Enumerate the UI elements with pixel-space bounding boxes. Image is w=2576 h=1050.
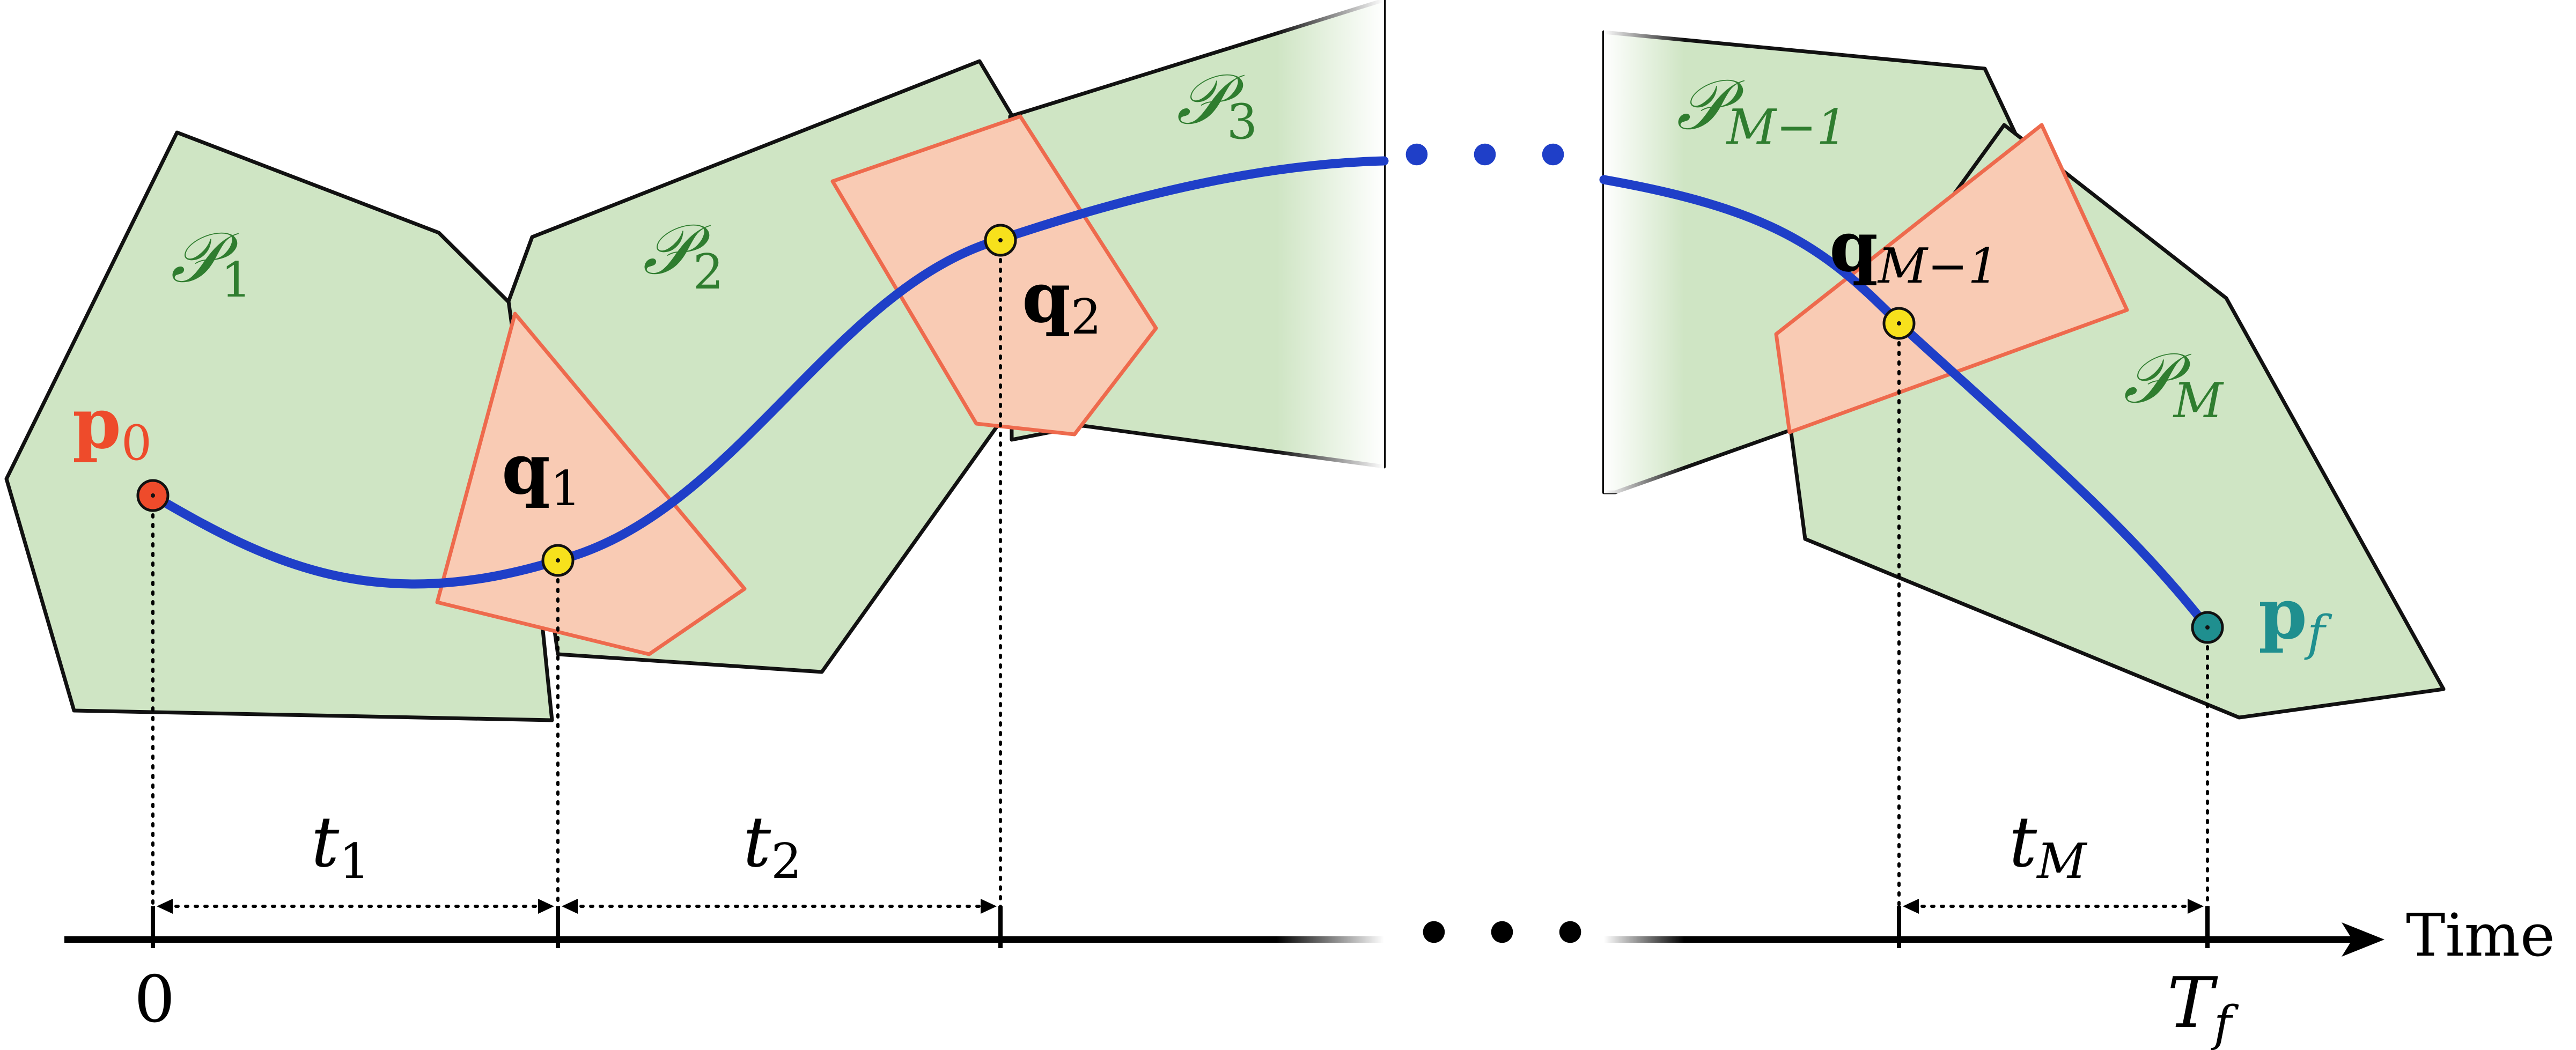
end-point-pf [2191,611,2224,644]
interval-label-t2-sub: 2 [771,833,801,890]
waypoint-qm-minus-1 [1882,307,1916,340]
interval-label-t1-base: t [311,801,340,883]
start-point-p0 [136,479,170,512]
fade-mask-left [1277,0,1384,493]
projection-lines [151,239,2209,941]
waypoint-q2 [984,224,1017,257]
points [136,224,2224,644]
interval-labels: t1 t2 tM [311,801,2087,890]
tick-label-tf: Tf [2167,962,2239,1050]
polytope-label-m-minus-1-sub: M−1 [1726,99,1848,156]
interval-label-t1: t1 [311,801,370,890]
ellipsis-bottom: • • • [1412,891,1593,978]
start-point-label-base: p [72,382,121,464]
waypoint-qm-minus-1-label: qM−1 [1829,205,1999,294]
end-point-label-base: p [2258,573,2307,655]
polytope-label-2-sub: 2 [693,244,724,300]
interval-arrowhead-t1-right [538,899,554,914]
time-axis-arrowhead [2342,922,2384,957]
ellipses: • • • • • • [1395,113,1593,978]
waypoint-q1-label: q1 [502,428,581,517]
waypoint-qm-minus-1-label-sub: M−1 [1877,238,1999,294]
waypoint-q1-dot [556,558,560,563]
tick-label-0: 0 [134,963,175,1037]
waypoint-q2-dot [998,238,1003,242]
axis-fade-left [1277,930,1384,950]
interval-arrowhead-tm-left [1903,899,1919,914]
trajectory-segment-left [148,156,1389,589]
waypoint-q2-label-base: q [1022,256,1071,338]
start-point-label-sub: 0 [121,415,152,471]
time-axis [64,906,2384,957]
polytope-label-1-sub: 1 [221,252,252,308]
interval-arrowhead-tm-right [2188,899,2204,914]
waypoint-qm-minus-1-dot [1897,321,1901,326]
waypoint-q2-label-sub: 2 [1071,289,1101,345]
polytope-labels: 𝒫1 𝒫2 𝒫3 𝒫M−1 𝒫M [171,58,2224,429]
fade-mask-right [1604,0,1684,493]
tick-label-tf-sub: f [2211,996,2239,1050]
polytope-label-3-sub: 3 [1227,94,1257,150]
ellipsis-top: • • • [1395,113,1576,201]
start-point-dot [151,493,155,498]
interval-label-tm-sub: M [2036,833,2087,890]
end-point-label: pf [2258,573,2332,662]
interval-label-t2: t2 [743,801,802,890]
axis-labels: Time 0 Tf [134,901,2555,1050]
interval-arrows [157,899,2204,914]
axis-fade-right [1604,930,1684,950]
waypoint-q1 [541,544,575,577]
overlap-2-3 [830,114,1158,437]
tick-label-tf-base: T [2167,962,2218,1044]
polytope-label-m-sub: M [2173,373,2224,429]
waypoint-qm-minus-1-label-base: q [1829,205,1878,287]
waypoint-q1-label-sub: 1 [550,461,581,517]
polytope-1 [4,130,554,722]
waypoint-q1-label-base: q [502,428,550,510]
interval-label-t1-sub: 1 [339,833,370,890]
interval-label-tm-base: t [2009,801,2037,883]
point-labels: p0 q1 q2 qM−1 pf [72,205,2332,662]
overlap-m-minus-1-m [1774,123,2129,434]
interval-label-t2-base: t [743,801,771,883]
start-point-label: p0 [72,382,152,471]
waypoint-q2-label: q2 [1022,256,1101,345]
interval-arrowhead-t2-left [562,899,578,914]
time-axis-label: Time [2406,901,2555,970]
interval-arrowhead-t2-right [981,899,997,914]
end-point-dot [2205,625,2210,630]
interval-arrowhead-t1-left [157,899,173,914]
interval-label-tm: tM [2009,801,2087,890]
